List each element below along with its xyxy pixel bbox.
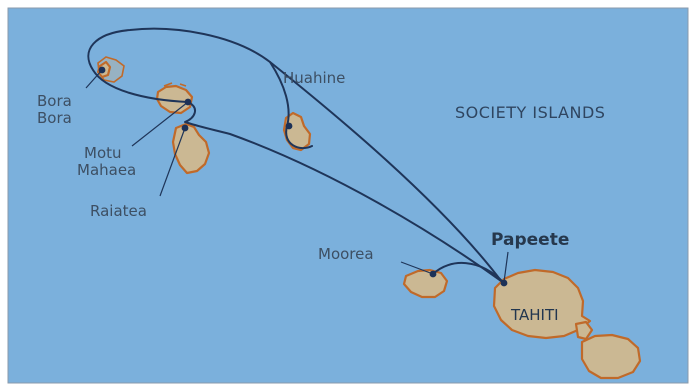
leader-papeete (503, 251, 509, 283)
label-moorea: Moorea (318, 245, 374, 263)
label-papeete: Papeete (491, 230, 569, 250)
leader-bora-bora (85, 69, 103, 89)
label-tahiti: TAHITI (510, 306, 559, 324)
port-dot-papeete (500, 279, 508, 287)
label-raiatea: Raiatea (90, 202, 147, 220)
port-dot-moorea (429, 270, 437, 278)
port-dot-raiatea (181, 124, 189, 132)
label-huahine: Huahine (283, 69, 345, 87)
island-moorea (402, 268, 449, 299)
region-title: SOCIETY ISLANDS (455, 103, 605, 122)
label-bora-bora-line2: Bora (37, 109, 72, 127)
label-bora-bora-line1: Bora (37, 92, 72, 110)
port-dot-motu-mahaea (184, 98, 192, 106)
leader-motu-mahaea (131, 101, 189, 147)
cruise-route (87, 27, 505, 284)
cruise-route-moorea-leg (432, 262, 505, 284)
label-motu-line2: Mahaea (77, 161, 136, 179)
leader-raiatea (159, 127, 186, 197)
island-tahiti (492, 268, 642, 380)
leader-moorea (400, 261, 434, 275)
port-dot-bora-bora (98, 66, 106, 74)
label-motu-line1: Motu (84, 144, 122, 162)
port-dot-huahine (285, 122, 293, 130)
